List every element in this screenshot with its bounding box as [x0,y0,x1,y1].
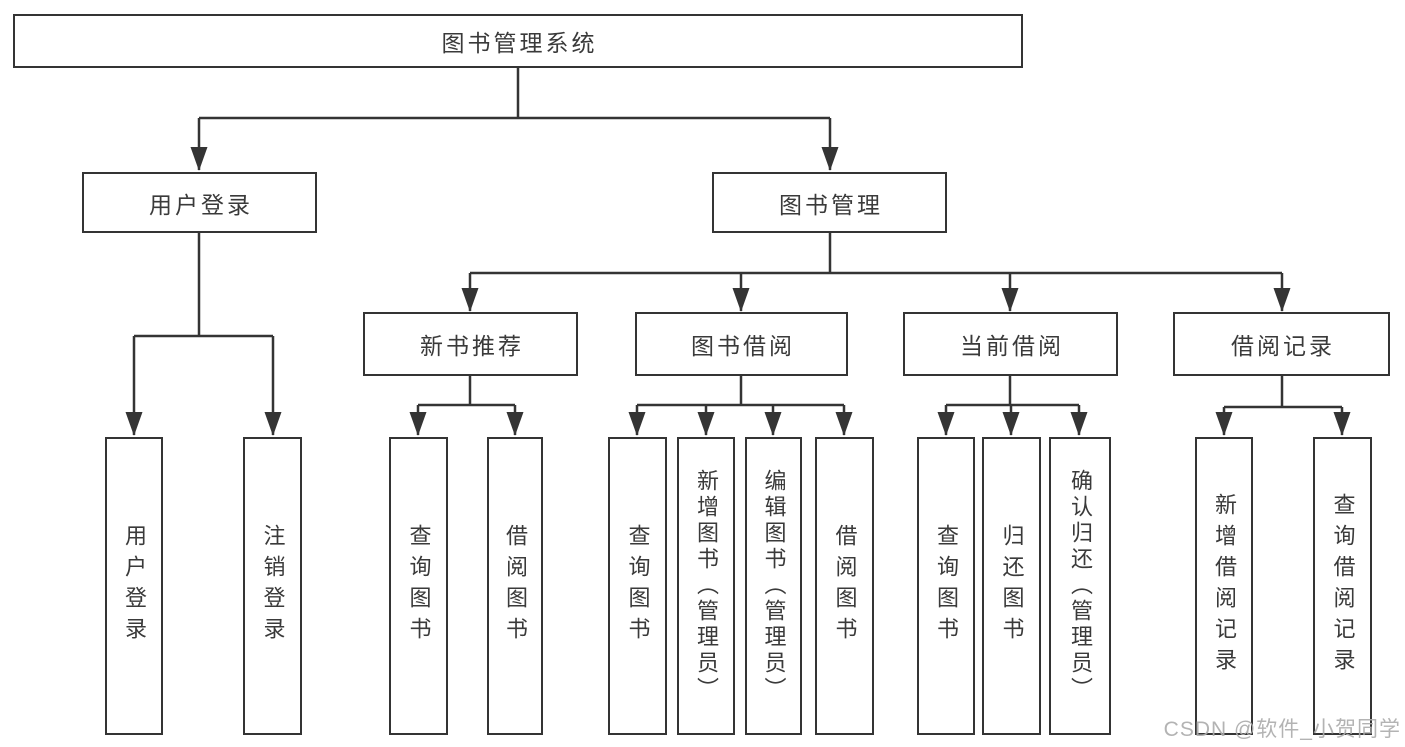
leaf-add-books-admin-label: 新增图书（管理员） [694,469,719,703]
leaf-return-books-label: 归还图书 [999,524,1025,648]
leaf-borrow-books-recommend: 借阅图书 [487,437,543,735]
node-new-book-recommend: 新书推荐 [363,312,578,376]
node-root: 图书管理系统 [13,14,1023,68]
node-user-login-label: 用户登录 [149,191,253,218]
leaf-add-borrow-record: 新增借阅记录 [1195,437,1253,735]
leaf-borrow-books-recommend-label: 借阅图书 [503,524,528,648]
leaf-query-books-borrow-label: 查询图书 [625,524,651,648]
node-book-management-label: 图书管理 [779,191,883,218]
node-book-borrowing-label: 图书借阅 [691,333,795,359]
leaf-add-borrow-record-label: 新增借阅记录 [1212,493,1237,679]
leaf-borrow-books-borrow: 借阅图书 [815,437,874,735]
leaf-query-books-current: 查询图书 [917,437,975,735]
node-root-label: 图书管理系统 [441,30,598,56]
node-current-borrowing: 当前借阅 [903,312,1118,376]
leaf-user-login-label: 用户登录 [122,524,147,648]
leaf-query-books-current-label: 查询图书 [934,524,959,648]
leaf-return-books: 归还图书 [982,437,1041,735]
node-user-login: 用户登录 [82,172,317,233]
leaf-logout-login-label: 注销登录 [260,524,286,648]
leaf-edit-books-admin-label: 编辑图书（管理员） [761,469,787,703]
leaf-edit-books-admin: 编辑图书（管理员） [745,437,802,735]
leaf-confirm-return-admin: 确认归还（管理员） [1049,437,1111,735]
leaf-user-login: 用户登录 [105,437,163,735]
leaf-logout-login: 注销登录 [243,437,302,735]
leaf-query-borrow-record: 查询借阅记录 [1313,437,1372,735]
leaf-query-borrow-record-label: 查询借阅记录 [1330,493,1356,679]
node-borrowing-records: 借阅记录 [1173,312,1390,376]
leaf-query-books-borrow: 查询图书 [608,437,667,735]
node-book-management: 图书管理 [712,172,947,233]
node-borrowing-records-label: 借阅记录 [1231,333,1335,359]
node-book-borrowing: 图书借阅 [635,312,848,376]
leaf-query-books-recommend: 查询图书 [389,437,448,735]
leaf-query-books-recommend-label: 查询图书 [406,524,432,648]
node-new-book-recommend-label: 新书推荐 [420,333,524,359]
leaf-add-books-admin: 新增图书（管理员） [677,437,735,735]
leaf-confirm-return-admin-label: 确认归还（管理员） [1068,469,1093,703]
leaf-borrow-books-borrow-label: 借阅图书 [832,524,858,648]
csdn-watermark: CSDN @软件_小贺同学 [1163,718,1401,741]
node-current-borrowing-label: 当前借阅 [960,333,1064,359]
